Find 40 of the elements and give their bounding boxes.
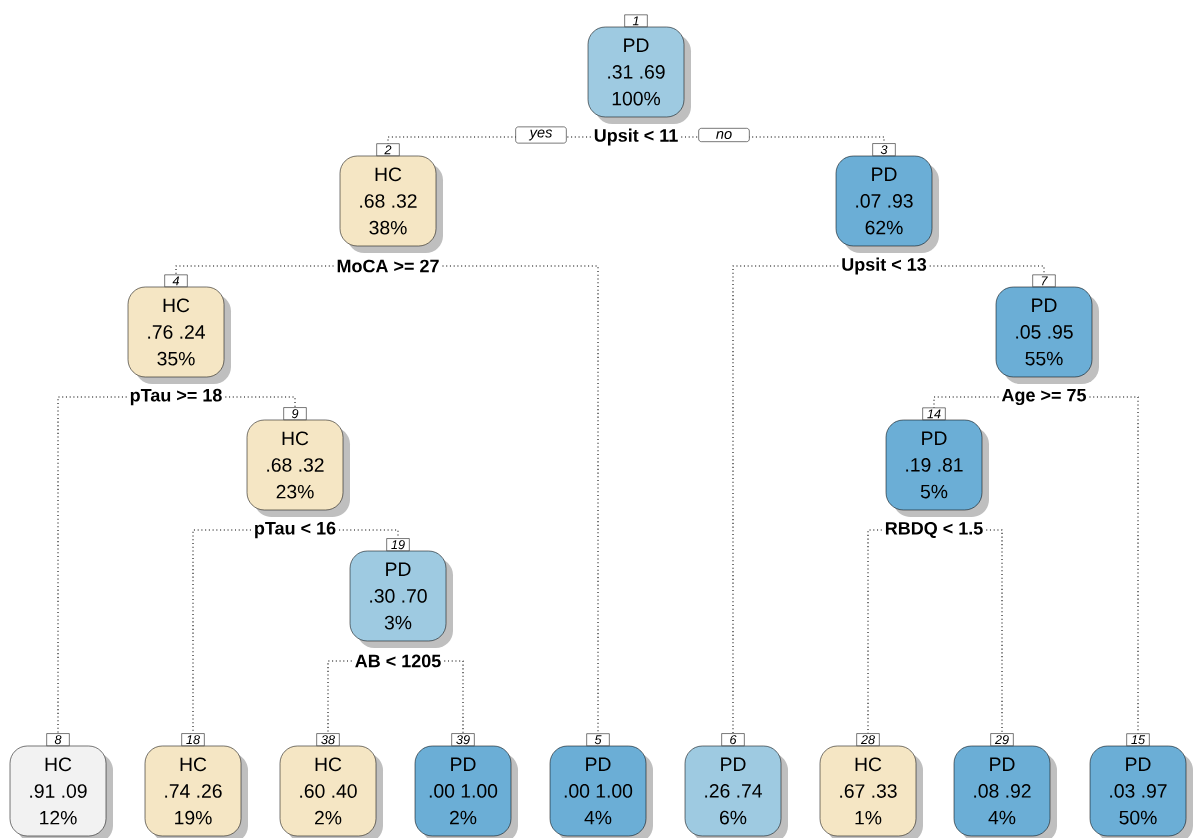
split-label: Age >= 75 [998, 387, 1090, 407]
connector [933, 396, 1000, 409]
node-number-tag: 19 [386, 538, 410, 551]
connector [338, 529, 399, 539]
node-number-tag: 38 [316, 733, 340, 746]
node-number-tag: 5 [586, 733, 610, 746]
connector [443, 660, 464, 734]
connector [441, 265, 599, 734]
connector [867, 529, 883, 734]
connector [57, 396, 128, 734]
connector [327, 660, 353, 734]
node-number-tag: 29 [990, 733, 1014, 746]
split-label: RBDQ < 1.5 [882, 520, 986, 540]
connector [192, 529, 252, 734]
node-number-tag: 4 [164, 274, 188, 287]
connector [224, 396, 296, 408]
edge-label: yes [515, 126, 567, 144]
split-label: pTau < 16 [251, 520, 339, 540]
node-number-tag: 39 [451, 733, 475, 746]
node-number-tag: 9 [283, 407, 307, 420]
node-number-tag: 2 [376, 143, 400, 156]
split-label: AB < 1205 [352, 653, 444, 669]
split-label: Upsit < 11 [591, 127, 681, 147]
split-label: pTau >= 18 [127, 387, 226, 407]
node-number-tag: 7 [1032, 274, 1056, 287]
node-number-tag: 3 [872, 143, 896, 156]
node-number-tag: 14 [922, 407, 946, 420]
connector [929, 265, 1045, 276]
connector [985, 529, 1003, 734]
node-number-tag: 8 [46, 733, 70, 746]
split-label: MoCA >= 27 [333, 258, 443, 274]
connector [175, 265, 335, 276]
node-number-tag: 18 [181, 733, 205, 746]
node-number-tag: 6 [721, 733, 745, 746]
edge-label: no [698, 128, 750, 142]
node-number-tag: 28 [856, 733, 880, 746]
split-label: Upsit < 13 [838, 256, 930, 276]
node-number-tag: 15 [1126, 733, 1150, 746]
connector [732, 265, 839, 734]
node-number-tag: 1 [624, 14, 648, 27]
